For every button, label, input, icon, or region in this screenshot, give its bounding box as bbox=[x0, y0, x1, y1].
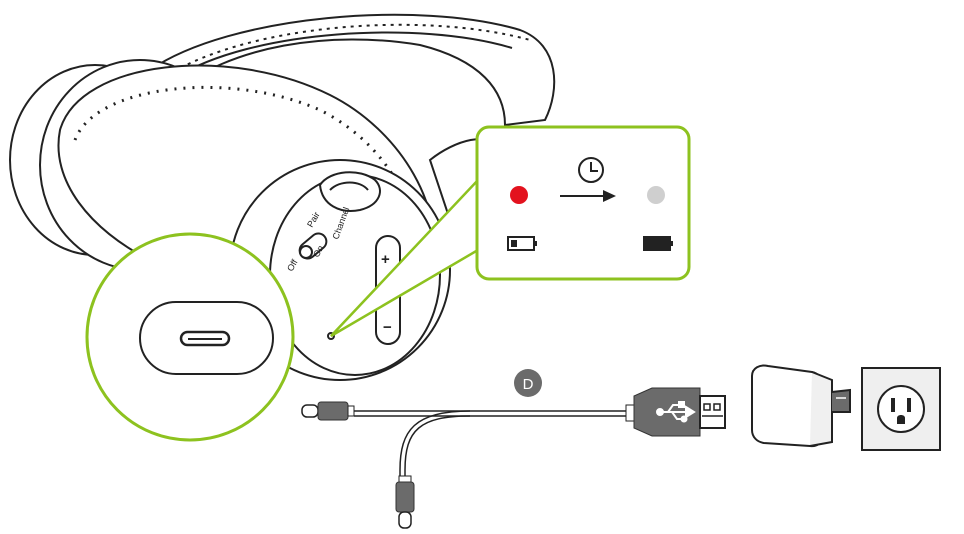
adapter-side bbox=[809, 371, 833, 447]
usb-a-hole-2 bbox=[713, 403, 721, 411]
headband-inner bbox=[174, 31, 513, 79]
usb-c-plug-bottom-body bbox=[395, 481, 415, 513]
plug-strain-relief-right bbox=[625, 404, 635, 422]
plug-strain-relief-left bbox=[347, 405, 355, 417]
volume-plus-label: + bbox=[381, 251, 390, 268]
battery-full-icon bbox=[643, 236, 673, 251]
usb-c-plug-body bbox=[317, 401, 349, 421]
arrow-right-icon bbox=[560, 190, 616, 202]
usb-a-connector bbox=[699, 395, 726, 429]
plug-strain-relief-bottom bbox=[398, 475, 412, 483]
channel-button[interactable] bbox=[318, 171, 381, 212]
wall-adapter bbox=[751, 364, 851, 448]
channel-button-inner bbox=[329, 181, 369, 191]
cable-branch-outline bbox=[399, 410, 471, 476]
power-slider-knob bbox=[299, 245, 313, 259]
headband bbox=[148, 13, 556, 127]
adapter-prongs bbox=[831, 388, 851, 413]
cable-branch bbox=[404, 415, 471, 476]
usb-icon bbox=[656, 401, 696, 423]
battery-low-icon bbox=[507, 236, 537, 251]
clock-icon bbox=[578, 157, 604, 183]
charging-cable: D bbox=[301, 369, 726, 529]
usb-c-plug-bottom-tip bbox=[398, 511, 412, 529]
headband-stitches bbox=[159, 23, 531, 81]
volume-minus-label: − bbox=[383, 319, 392, 336]
usb-c-plug-tip bbox=[301, 404, 319, 418]
outlet-ground bbox=[897, 415, 905, 424]
usb-a-hole-1 bbox=[703, 403, 711, 411]
step-badge-label: D bbox=[523, 376, 534, 393]
wall-outlet-icon bbox=[861, 367, 941, 451]
outlet-slot-left bbox=[891, 398, 895, 412]
outlet-slot-right bbox=[907, 398, 911, 412]
step-badge bbox=[514, 369, 542, 397]
outlet-face bbox=[877, 385, 925, 433]
outlet-plate bbox=[861, 367, 941, 451]
charging-led bbox=[510, 186, 528, 204]
charged-led bbox=[647, 186, 665, 204]
